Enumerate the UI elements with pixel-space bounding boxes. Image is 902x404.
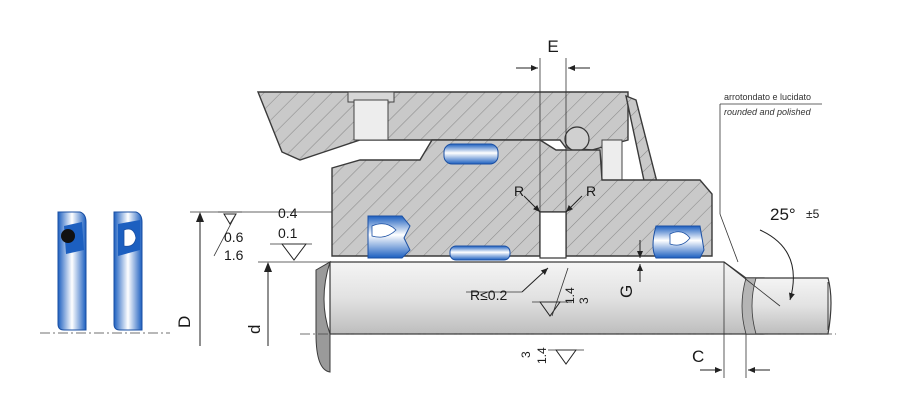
dim-E-label: E	[547, 37, 558, 56]
bolt-hole	[353, 99, 389, 141]
roughness-bore-b: 1.6	[224, 247, 244, 263]
seal-upper	[443, 143, 499, 165]
o-ring-section-icon	[61, 229, 75, 243]
angle-label: 25°	[770, 205, 796, 224]
radius-right-label: R	[586, 183, 596, 199]
groove	[539, 211, 567, 259]
seal-profile-2	[113, 211, 143, 331]
seal-profile-1	[57, 211, 87, 331]
roughness-rod-upper-b: 3	[577, 297, 591, 304]
roughness-rod-lower-a: 3	[519, 351, 533, 358]
roughness-symbol-rod-upper: 1.4 3	[532, 267, 591, 317]
seal-bottom	[449, 245, 511, 261]
dim-C-label: C	[692, 347, 704, 366]
roughness-symbol-bore: 0.6 1.6	[213, 211, 244, 263]
roughness-rod-lower-b: 1.4	[535, 347, 549, 364]
note-english: rounded and polished	[724, 107, 812, 117]
roughness-symbol-rod-lower: 3 1.4	[519, 347, 584, 365]
note-italian: arrotondato e lucidato	[724, 92, 811, 102]
seal-left	[367, 215, 411, 259]
housing	[256, 91, 659, 191]
roughness-rod-upper-a: 1.4	[563, 287, 577, 304]
rod	[315, 260, 832, 373]
seal-right	[652, 225, 705, 259]
dim-d-label: d	[245, 325, 264, 334]
roughness-groove-a: 0.4	[278, 205, 298, 221]
dim-D-label: D	[175, 316, 194, 328]
radius-left-label: R	[514, 183, 524, 199]
gland-body	[331, 139, 713, 259]
radius-note-label: R≤0.2	[470, 287, 507, 303]
o-ring	[564, 126, 590, 152]
roughness-groove-b: 0.1	[278, 225, 298, 241]
roughness-bore-a: 0.6	[224, 229, 244, 245]
roughness-symbol-groove: 0.4 0.1	[270, 205, 312, 261]
dim-G-label: G	[617, 285, 636, 298]
angle-tolerance-label: ±5	[806, 207, 820, 221]
